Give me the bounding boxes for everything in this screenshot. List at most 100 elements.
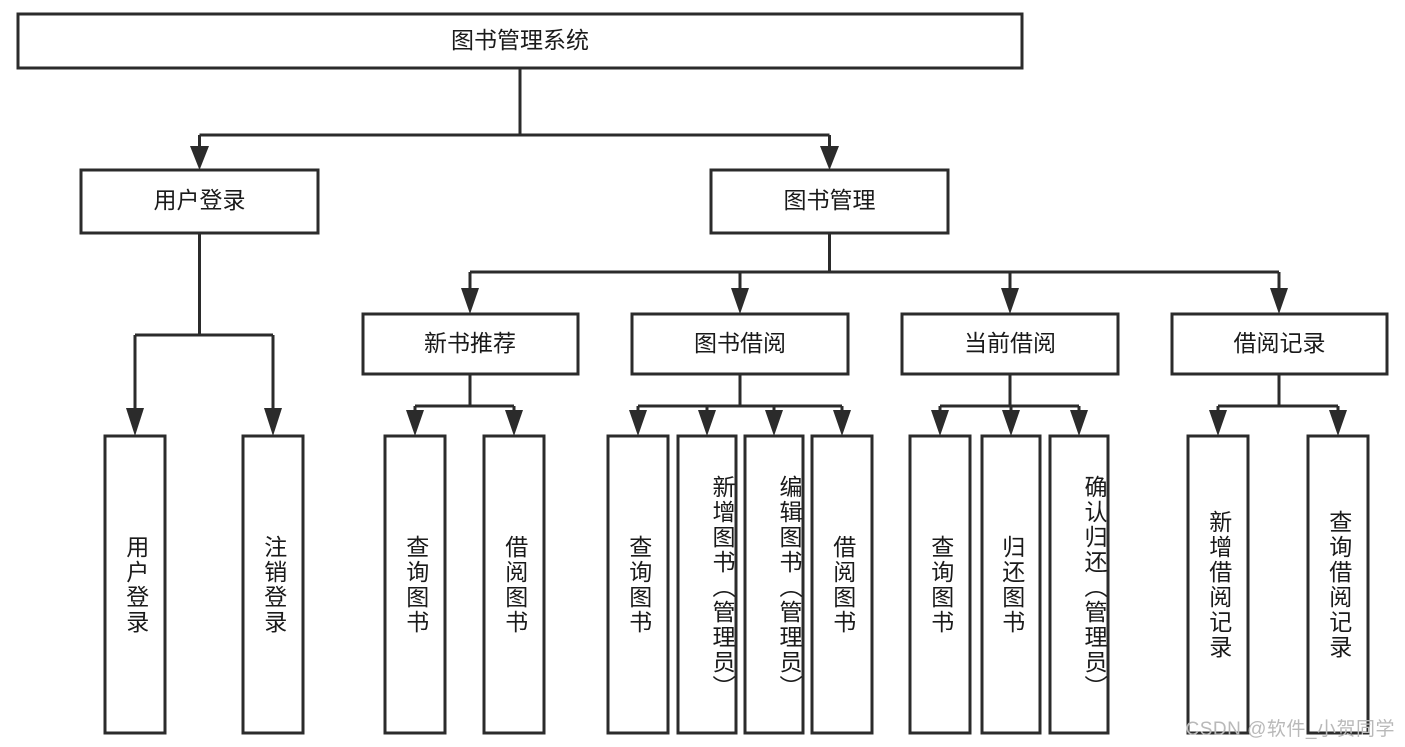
connector-root-to-level2: [190, 68, 839, 170]
arrow-head-leaf-3-4: [833, 410, 851, 436]
arrow-head-l2-2: [820, 146, 839, 170]
arrow-head-leaf-5-1: [1209, 410, 1227, 436]
node-book-management[interactable]: 图书管理: [709, 168, 950, 235]
node-borrow-record-label: 借阅记录: [1234, 330, 1326, 356]
leaf-query-book-3-text-area: 查询图书: [927, 534, 954, 635]
node-current-borrow-label: 当前借阅: [964, 330, 1056, 356]
arrow-head-leaf-2-2: [505, 410, 523, 436]
leaf-return-book-text-area: 归还图书: [998, 534, 1025, 635]
node-borrow-record[interactable]: 借阅记录: [1170, 312, 1389, 376]
node-book-management-box[interactable]: [709, 168, 950, 235]
leaf-return-book-box[interactable]: [980, 434, 1042, 735]
connector-userlogin-to-leaves: [126, 233, 282, 436]
leaf-query-book-2-label: 查询图书: [625, 534, 652, 635]
connector-record-to-leaves: [1209, 374, 1347, 436]
connector-newbook-to-leaves: [406, 374, 523, 436]
leaf-user-login-box[interactable]: [103, 434, 167, 735]
connector-bookmgmt-to-level3: [461, 233, 1288, 314]
leaf-return-book-label: 归还图书: [998, 534, 1025, 635]
leaf-add-borrow-record-box[interactable]: [1186, 434, 1250, 735]
leaf-confirm-return-admin[interactable]: 确认归还（管理员）: [1048, 434, 1110, 735]
leaf-query-book-1-box[interactable]: [383, 434, 447, 735]
leaf-borrow-book-2-text-area: 借阅图书: [829, 534, 856, 635]
leaf-query-borrow-record-text-area: 查询借阅记录: [1325, 509, 1352, 660]
node-borrow-record-box[interactable]: [1170, 312, 1389, 376]
leaf-user-login-label: 用户登录: [122, 534, 149, 635]
leaf-return-book[interactable]: 归还图书: [980, 434, 1042, 735]
leaf-user-login-text-area: 用户登录: [122, 534, 149, 635]
leaf-logout[interactable]: 注销登录: [241, 434, 305, 735]
leaf-query-borrow-record-label: 查询借阅记录: [1325, 509, 1352, 660]
arrow-head-leaf-3-2: [698, 410, 716, 436]
arrow-head-leaf-1-1: [126, 408, 144, 436]
arrow-head-l3-2: [731, 288, 749, 314]
leaf-query-book-2-text-area: 查询图书: [625, 534, 652, 635]
leaf-confirm-return-admin-label: 确认归还（管理员）: [1081, 475, 1107, 700]
arrow-head-leaf-4-1: [931, 410, 949, 436]
arrow-head-leaf-3-1: [629, 410, 647, 436]
leaf-add-book-admin[interactable]: 新增图书（管理员）: [676, 434, 738, 735]
node-user-login-label: 用户登录: [154, 187, 246, 213]
arrow-head-leaf-5-2: [1329, 410, 1347, 436]
arrow-head-leaf-1-2: [264, 408, 282, 436]
leaf-query-book-2[interactable]: 查询图书: [606, 434, 670, 735]
leaf-query-book-3-box[interactable]: [908, 434, 972, 735]
node-new-book-recommend-box[interactable]: [361, 312, 580, 376]
leaf-borrow-book-1-text-area: 借阅图书: [501, 534, 528, 635]
node-root-box[interactable]: [16, 12, 1024, 70]
leaf-add-borrow-record[interactable]: 新增借阅记录: [1186, 434, 1250, 735]
leaf-logout-text-area: 注销登录: [260, 534, 287, 635]
node-new-book-recommend-label: 新书推荐: [424, 330, 516, 356]
leaf-query-book-1-label: 查询图书: [402, 534, 429, 635]
leaf-add-book-admin-label: 新增图书（管理员）: [709, 475, 735, 700]
node-current-borrow[interactable]: 当前借阅: [900, 312, 1120, 376]
leaf-edit-book-admin-box[interactable]: [743, 434, 805, 735]
leaf-add-borrow-record-label: 新增借阅记录: [1205, 509, 1232, 660]
leaf-logout-box[interactable]: [241, 434, 305, 735]
leaf-add-book-admin-text-area: 新增图书（管理员）: [709, 475, 735, 700]
arrow-head-leaf-4-2: [1002, 410, 1020, 436]
node-book-borrow-label: 图书借阅: [694, 330, 786, 356]
node-book-management-label: 图书管理: [784, 187, 876, 213]
leaf-borrow-book-2-box[interactable]: [810, 434, 874, 735]
node-book-borrow-box[interactable]: [630, 312, 850, 376]
connector-borrow-to-leaves: [629, 374, 851, 436]
leaf-logout-label: 注销登录: [260, 534, 287, 635]
node-current-borrow-box[interactable]: [900, 312, 1120, 376]
arrow-head-l3-1: [461, 288, 479, 314]
leaf-borrow-book-1-label: 借阅图书: [501, 534, 528, 635]
leaf-borrow-book-1[interactable]: 借阅图书: [482, 434, 546, 735]
leaf-query-book-2-box[interactable]: [606, 434, 670, 735]
leaf-query-book-3[interactable]: 查询图书: [908, 434, 972, 735]
node-root[interactable]: 图书管理系统: [16, 12, 1024, 70]
leaf-add-borrow-record-text-area: 新增借阅记录: [1205, 509, 1232, 660]
leaf-query-borrow-record-box[interactable]: [1306, 434, 1370, 735]
leaf-borrow-book-2[interactable]: 借阅图书: [810, 434, 874, 735]
arrow-head-l2-1: [190, 146, 209, 170]
arrow-head-leaf-3-3: [765, 410, 783, 436]
node-root-label: 图书管理系统: [451, 27, 589, 53]
leaf-query-borrow-record[interactable]: 查询借阅记录: [1306, 434, 1370, 735]
node-book-borrow[interactable]: 图书借阅: [630, 312, 850, 376]
leaf-borrow-book-1-box[interactable]: [482, 434, 546, 735]
connector-layer: [126, 68, 1347, 436]
leaf-query-book-3-label: 查询图书: [927, 534, 954, 635]
leaf-query-book-1[interactable]: 查询图书: [383, 434, 447, 735]
leaf-confirm-return-admin-text-area: 确认归还（管理员）: [1081, 475, 1107, 700]
arrow-head-leaf-4-3: [1070, 410, 1088, 436]
arrow-head-leaf-2-1: [406, 410, 424, 436]
node-user-login-box[interactable]: [79, 168, 320, 235]
arrow-head-l3-3: [1001, 288, 1019, 314]
leaf-user-login[interactable]: 用户登录: [103, 434, 167, 735]
leaf-edit-book-admin-text-area: 编辑图书（管理员）: [776, 475, 802, 700]
leaf-confirm-return-admin-box[interactable]: [1048, 434, 1110, 735]
node-user-login[interactable]: 用户登录: [79, 168, 320, 235]
leaf-edit-book-admin-label: 编辑图书（管理员）: [776, 475, 802, 700]
leaf-edit-book-admin[interactable]: 编辑图书（管理员）: [743, 434, 805, 735]
leaf-query-book-1-text-area: 查询图书: [402, 534, 429, 635]
node-new-book-recommend[interactable]: 新书推荐: [361, 312, 580, 376]
leaf-add-book-admin-box[interactable]: [676, 434, 738, 735]
leaf-borrow-book-2-label: 借阅图书: [829, 534, 856, 635]
